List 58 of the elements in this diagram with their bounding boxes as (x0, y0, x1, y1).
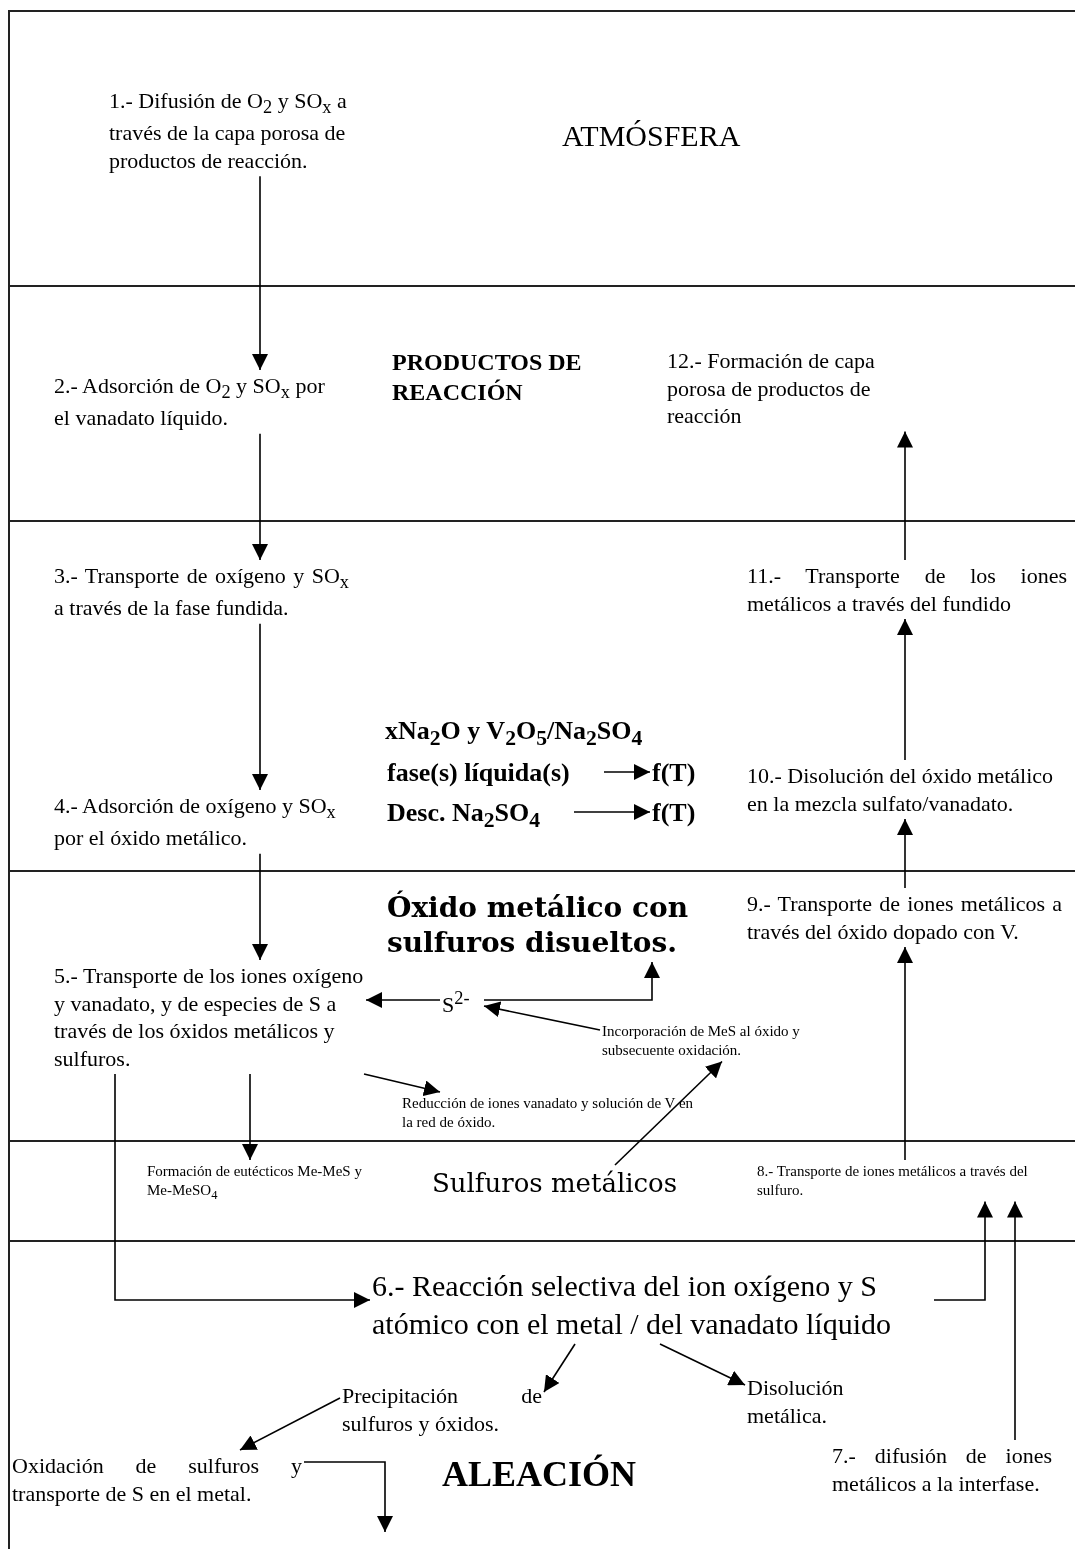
step-text: 12.- Formación de capa porosa de productos de reacción (667, 347, 912, 430)
note-text: Incorporación de MeS al óxido y subsecuente oxidación. (602, 1022, 842, 1060)
arrow (252, 433, 268, 561)
step-text: 3.- Transporte de oxígeno y SO$_{x}$ a través de la fase fundida. (54, 562, 349, 622)
note-text: Disolución metálica. (747, 1374, 877, 1429)
ion-symbol: S$^{2-}$ (442, 987, 482, 1019)
arrow (252, 175, 268, 371)
formula-text: xNa$_{2}$O y V$_{2}$O$_{5}$/Na$_{2}$SO$_{4}$ (385, 715, 643, 753)
arrow (363, 1073, 441, 1097)
layer-title: ALEACIÓN (442, 1453, 637, 1496)
step-text: 5.- Transporte de los iones oxígeno y vanadato, y de especies de S a través de los óxidos metálicos y sulfuros. (54, 962, 364, 1072)
step-text: 7.- difusión de iones metálicos a la interfase. (832, 1442, 1052, 1497)
layer-band (8, 285, 1075, 520)
note-text: Precipitación de sulfuros y óxidos. (342, 1382, 542, 1437)
note-text: Reducción de iones vanadato y solución de V en la red de óxido. (402, 1094, 702, 1132)
step-text: 4.- Adsorción de oxígeno y SO$_{x}$ por el óxido metálico. (54, 792, 344, 852)
layer-title: ATMÓSFERA (562, 118, 741, 154)
arrow (573, 804, 651, 820)
arrow (1007, 1200, 1023, 1441)
note-text: Oxidación de sulfuros y transporte de S en el metal. (12, 1452, 302, 1507)
layer-band (8, 870, 1075, 1140)
layer-title: Óxido metálico con sulfuros disueltos. (387, 890, 707, 960)
arrow (252, 623, 268, 791)
layer-title: Sulfuros metálicos (432, 1167, 678, 1200)
arrow (365, 992, 441, 1008)
arrow (252, 853, 268, 961)
step-text: 2.- Adsorción de O$_{2}$ y SO$_{x}$ por el vanadato líquido. (54, 372, 334, 432)
step-text: 11.- Transporte de los iones metálicos a través del fundido (747, 562, 1067, 617)
arrow (897, 946, 913, 1161)
formula-text: f(T) (652, 797, 722, 830)
arrow (933, 1200, 993, 1301)
arrow (303, 1461, 393, 1533)
formula-text: f(T) (652, 757, 722, 790)
arrow (483, 1001, 601, 1031)
step-text: 10.- Disolución del óxido metálico en la mezcla sulfato/vanadato. (747, 762, 1067, 817)
arrow (897, 818, 913, 889)
arrow (239, 1397, 341, 1451)
step-text: 1.- Difusión de O$_{2}$ y SO$_{x}$ a través de la capa porosa de productos de reacción. (109, 87, 394, 175)
step-text: 8.- Transporte de iones metálicos a través del sulfuro. (757, 1162, 1057, 1200)
arrow (659, 1343, 746, 1386)
arrow (897, 430, 913, 561)
layer-band (8, 1140, 1075, 1240)
formula-text: fase(s) líquida(s) (387, 757, 602, 790)
formula-text: Desc. Na$_{2}$SO$_{4}$ (387, 797, 572, 835)
step-text: 9.- Transporte de iones metálicos a través del óxido dopado con V. (747, 890, 1062, 945)
layer-band (8, 10, 1075, 285)
arrow (614, 1060, 723, 1166)
layer-band (8, 1240, 1075, 1549)
arrow (483, 961, 660, 1001)
arrow (543, 1343, 576, 1393)
arrow (114, 1073, 371, 1308)
arrow (603, 764, 651, 780)
arrow (897, 618, 913, 761)
arrow (242, 1073, 258, 1161)
note-text: Formación de eutécticos Me-MeS y Me-MeSO$_{4}$ (147, 1162, 377, 1204)
layer-title: PRODUCTOS DE REACCIÓN (392, 348, 583, 407)
step-text: 6.- Reacción selectiva del ion oxígeno y S atómico con el metal / del vanadato líquido (372, 1267, 932, 1342)
layer-band (8, 520, 1075, 870)
